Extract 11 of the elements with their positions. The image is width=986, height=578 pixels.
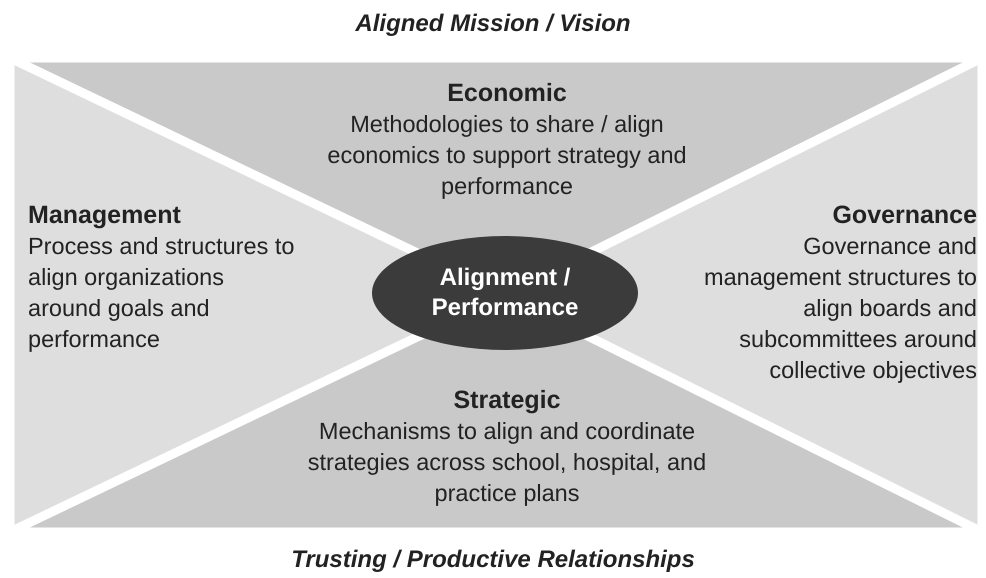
region-description: Governance and management structures to align boards and subcommittees around collective objectives [703, 232, 977, 385]
ellipse-label: Alignment / Performance [430, 263, 580, 323]
region-heading: Economic [446, 78, 568, 109]
diagram-title: Aligned Mission / Vision [354, 10, 632, 38]
diagram-caption: Trusting / Productive Relationships [290, 546, 696, 574]
region-description: Process and structures to align organizations around goals and performance [28, 232, 296, 354]
region-description: Methodologies to share / align economics to support strategy and performance [326, 110, 688, 201]
region-heading: Governance [831, 200, 977, 231]
region-heading: Management [28, 200, 182, 231]
region-heading: Strategic [452, 385, 562, 416]
region-description: Mechanisms to align and coordinate strategies across school, hospital, and practice plans [306, 417, 708, 508]
